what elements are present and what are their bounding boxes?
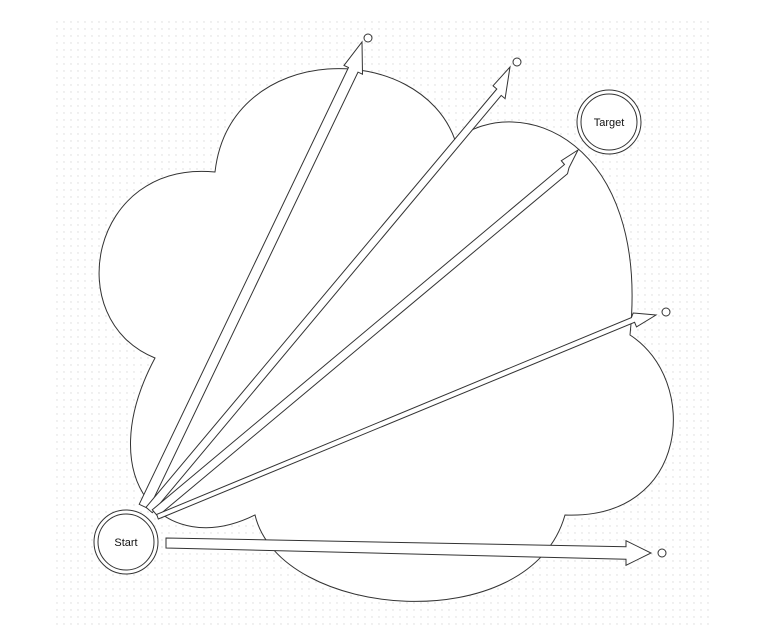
arrow-1[interactable]: [138, 40, 364, 510]
endpoint-marker[interactable]: [661, 307, 671, 317]
target-label: Target: [594, 117, 625, 129]
arrow-5[interactable]: [165, 537, 653, 567]
arrow-3[interactable]: [151, 148, 580, 517]
endpoint-marker[interactable]: [512, 57, 522, 67]
endpoint-marker[interactable]: [363, 33, 373, 43]
arrow-2[interactable]: [145, 65, 511, 514]
start-node[interactable]: Start: [93, 509, 159, 575]
arrow-4[interactable]: [156, 312, 658, 520]
endpoint-marker[interactable]: [657, 548, 667, 558]
target-node[interactable]: Target: [576, 89, 642, 155]
start-label: Start: [114, 537, 137, 549]
